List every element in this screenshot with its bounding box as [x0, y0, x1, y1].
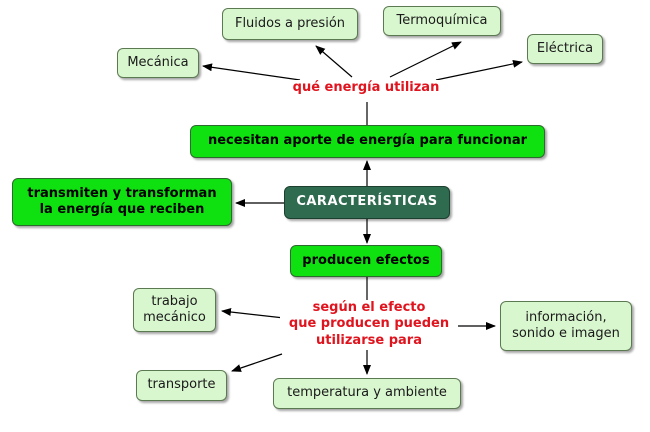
central-node: CARACTERÍSTICAS — [284, 186, 450, 219]
edge-linking-to-mecanica — [202, 63, 301, 81]
mecanica-node: Mecánica — [117, 48, 199, 78]
edge-linking-to-electrica — [435, 59, 523, 81]
transmit-node: transmiten y transforman la energía que … — [12, 178, 232, 226]
transporte-node: transporte — [136, 370, 227, 401]
energy-input-node: necesitan aporte de energía para funcion… — [190, 125, 545, 158]
linking-phrase-usage: según el efecto que producen pueden util… — [280, 300, 458, 349]
termoquimica-node: Termoquímica — [383, 6, 501, 36]
linking-phrase-energy-type: qué energía utilizan — [286, 80, 446, 97]
effects-node: producen efectos — [290, 245, 442, 277]
edge-linking-to-termoquimica — [389, 41, 462, 78]
electrica-node: Eléctrica — [527, 34, 603, 64]
trabajo-node: trabajo mecánico — [133, 288, 216, 332]
temperatura-node: temperatura y ambiente — [273, 378, 461, 409]
fluidos-node: Fluidos a presión — [222, 8, 358, 40]
edge-linking-to-fluidos — [315, 45, 353, 78]
informacion-node: información, sonido e imagen — [500, 301, 632, 351]
edge-linking-to-transporte — [231, 353, 283, 372]
